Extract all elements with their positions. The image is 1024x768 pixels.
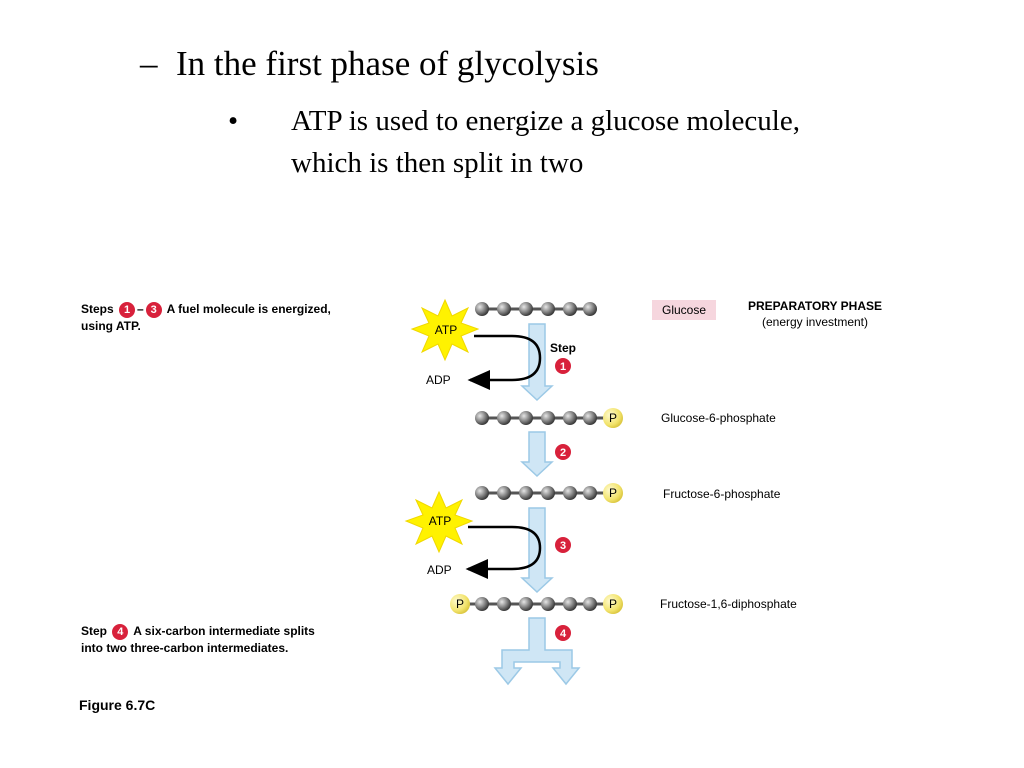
phosphate-group — [603, 594, 623, 614]
label-fructose-6-phosphate: Fructose-6-phosphate — [663, 487, 781, 501]
heading-bullet: • — [228, 105, 239, 137]
down-arrow-2 — [520, 431, 554, 478]
heading-line-2b: which is then split in two — [291, 147, 584, 179]
caption-badge-1: 1 — [119, 301, 136, 318]
heading-dash: – — [140, 44, 158, 83]
phosphate-label: P — [456, 597, 464, 611]
atp-burst-1: ATP — [410, 298, 480, 362]
atp-burst-2: ATP — [404, 490, 474, 554]
caption-step-word: Step — [81, 624, 108, 638]
chain-fructose-1-6-diphosphate: P P — [450, 594, 623, 614]
atp-adp-arrow-2 — [465, 525, 542, 579]
caption-step-4-text: A six-carbon intermediate splits — [133, 624, 315, 638]
figure-label: Figure 6.7C — [79, 697, 156, 713]
caption-steps-word: Steps — [81, 302, 114, 316]
phosphate-group — [603, 483, 623, 503]
atp-adp-arrow-1 — [467, 334, 542, 390]
step-badge-2: 2 — [555, 444, 571, 460]
step-badge-3-number: 3 — [560, 540, 566, 552]
label-glucose-6-phosphate: Glucose-6-phosphate — [661, 411, 776, 425]
split-arrow-4 — [493, 617, 581, 686]
caption-step-4-text2: into two three-carbon intermediates. — [81, 640, 289, 655]
phosphate-label: P — [609, 411, 617, 425]
caption-steps-1-3: Steps 1–3 A fuel molecule is energized, … — [81, 301, 331, 334]
step-badge-3: 3 — [555, 537, 571, 553]
heading-line-1-text: In the first phase of glycolysis — [176, 44, 599, 83]
caption-steps-1-3-text2: using ATP. — [81, 318, 141, 333]
step-label: Step — [550, 341, 576, 355]
heading-line-2a: ATP is used to energize a glucose molecu… — [291, 105, 800, 137]
step-badge-1-number: 1 — [560, 361, 566, 373]
adp-label-1: ADP — [426, 373, 451, 387]
phosphate-label: P — [609, 597, 617, 611]
atp-label-1: ATP — [435, 323, 457, 337]
phase-subtitle: (energy investment) — [762, 315, 868, 329]
down-arrow-3 — [520, 507, 554, 594]
step-badge-4-number: 4 — [560, 628, 567, 640]
phosphate-label: P — [609, 486, 617, 500]
caption-badge-4: 4 — [112, 623, 129, 640]
phosphate-group — [603, 408, 623, 428]
step-badge-2-number: 2 — [560, 447, 566, 459]
chain-fructose-6-phosphate: P — [475, 483, 623, 503]
caption-steps-1-3-text: A fuel molecule is energized, — [166, 302, 331, 316]
heading-line-1: –In the first phase of glycolysis — [140, 44, 599, 84]
caption-en-dash: – — [137, 302, 144, 316]
label-fructose-1-6-diphosphate: Fructose-1,6-diphosphate — [660, 597, 797, 611]
heading-bullet-text: ATP is used to energize a glucose molecu… — [291, 100, 800, 184]
label-glucose: Glucose — [662, 303, 706, 317]
atp-label-2: ATP — [429, 514, 451, 528]
adp-label-2: ADP — [427, 563, 452, 577]
glucose-highlight — [652, 300, 716, 320]
down-arrow-1 — [520, 323, 554, 402]
caption-step-4: Step 4 A six-carbon intermediate splits … — [81, 623, 315, 656]
phase-title: PREPARATORY PHASE — [748, 299, 882, 313]
caption-badge-3: 3 — [145, 301, 162, 318]
step-badge-4: 4 — [555, 625, 571, 641]
chain-glucose-6-phosphate: P — [475, 408, 623, 428]
phosphate-group — [450, 594, 470, 614]
step-badge-1: 1 — [555, 358, 571, 374]
chain-glucose — [475, 302, 597, 316]
